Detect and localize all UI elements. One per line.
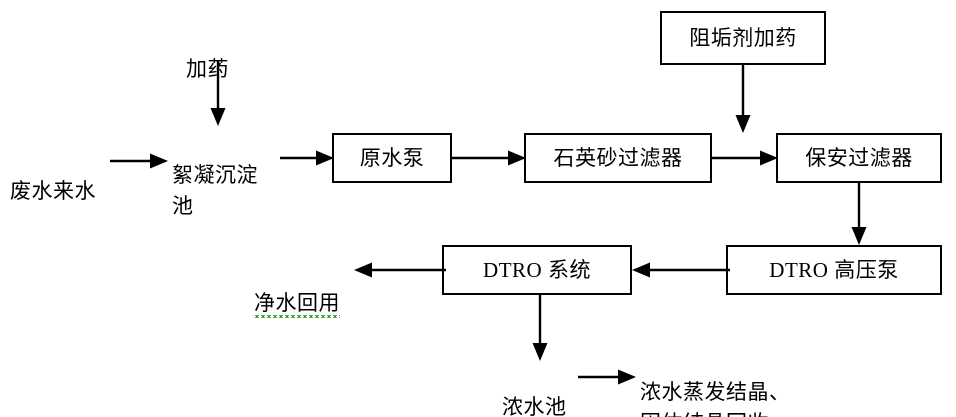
node-dtro-high-pressure-pump[interactable]: DTRO 高压泵 xyxy=(726,245,942,295)
node-influent-text: 废水来水 xyxy=(10,179,96,204)
node-raw-water-pump[interactable]: 原水泵 xyxy=(332,133,452,183)
edge-security-filter-to-dtro-hp-pump xyxy=(851,183,867,245)
edge-concentrate-pool-to-crystallization xyxy=(578,369,636,385)
node-scale-inhibitor-dosing-label: 阻垢剂加药 xyxy=(689,25,797,50)
node-raw-water-pump-label: 原水泵 xyxy=(359,145,425,170)
edge-dosing-to-floc-tank xyxy=(210,60,226,126)
node-floc-tank-label: 絮凝沉淀 池 xyxy=(172,130,292,221)
node-clean-water-reuse-label: 净水回用 xyxy=(254,258,384,319)
node-security-filter-label: 保安过滤器 xyxy=(805,145,913,170)
edge-floc-tank-to-raw-water-pump xyxy=(280,150,334,166)
node-floc-tank-text: 絮凝沉淀 池 xyxy=(172,163,258,218)
node-security-filter[interactable]: 保安过滤器 xyxy=(776,133,942,183)
edge-influent-to-floc-tank xyxy=(110,153,168,169)
edge-dtro-hp-pump-to-dtro-system xyxy=(632,262,730,278)
edge-dtro-system-to-concentrate-pool xyxy=(532,295,548,361)
node-scale-inhibitor-dosing[interactable]: 阻垢剂加药 xyxy=(660,11,826,65)
edge-quartz-filter-to-security-filter xyxy=(712,150,778,166)
node-dtro-system[interactable]: DTRO 系统 xyxy=(442,245,632,295)
node-clean-water-reuse-text: 净水回用 xyxy=(254,291,340,318)
node-concentrate-pool-text: 浓水池 xyxy=(502,395,567,417)
node-quartz-sand-filter-label: 石英砂过滤器 xyxy=(553,145,683,170)
node-concentrate-pool-label: 浓水池 xyxy=(502,362,602,417)
node-crystallization-label: 浓水蒸发结晶、 固体结晶回收 xyxy=(640,347,890,417)
node-dtro-high-pressure-pump-label: DTRO 高压泵 xyxy=(769,257,899,282)
node-dosing-text: 加药 xyxy=(186,57,229,82)
node-dosing-label: 加药 xyxy=(186,24,296,85)
node-crystallization-text: 浓水蒸发结晶、 固体结晶回收 xyxy=(640,380,791,417)
edge-scale-inhibitor-to-security-filter xyxy=(735,65,751,133)
node-quartz-sand-filter[interactable]: 石英砂过滤器 xyxy=(524,133,712,183)
node-dtro-system-label: DTRO 系统 xyxy=(483,257,591,282)
edge-raw-water-pump-to-quartz-filter xyxy=(452,150,526,166)
node-influent-label: 废水来水 xyxy=(10,146,130,207)
edge-dtro-system-to-clean-water-reuse xyxy=(354,262,446,278)
